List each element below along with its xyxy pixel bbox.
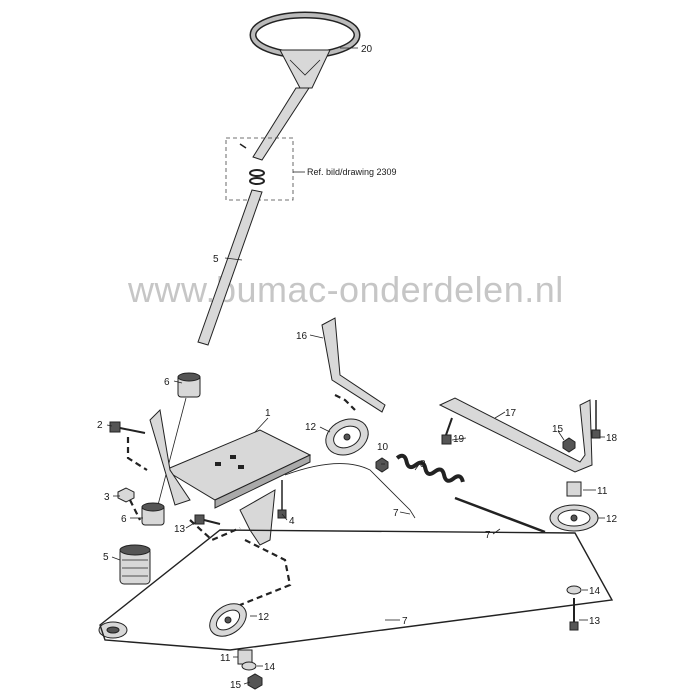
nut-part [117, 487, 135, 503]
bolt-part [591, 400, 601, 439]
assembly-line [189, 519, 241, 542]
callout-18: 18 [606, 433, 618, 444]
callout-11: 11 [220, 653, 231, 664]
washer-bottom [241, 661, 257, 671]
threaded-rod [454, 496, 546, 534]
callout-12: 12 [305, 422, 317, 433]
callout-3: 3 [104, 492, 110, 503]
callout-20: 20 [361, 44, 373, 55]
callout-2: 2 [97, 420, 103, 431]
callout-12: 12 [606, 514, 618, 525]
callout-13: 13 [174, 524, 186, 535]
callout-6: 6 [121, 514, 127, 525]
callout-6: 6 [164, 377, 170, 388]
callout-15: 15 [230, 680, 242, 691]
washer-right [566, 585, 582, 595]
drive-pulley-left [98, 621, 128, 639]
callout-16: 16 [296, 331, 308, 342]
washer-part [249, 177, 265, 185]
pulley-right [549, 504, 599, 532]
nut-part [562, 437, 576, 453]
bracket-16 [321, 317, 386, 413]
watermark-text: www.bumac-onderdelen.nl [127, 269, 564, 310]
callout-1: 1 [265, 408, 271, 419]
callout-12: 12 [258, 612, 270, 623]
callout-7: 7 [402, 616, 408, 627]
pulley-bottom [209, 603, 247, 637]
callout-11: 11 [597, 486, 608, 497]
bushing-upper [177, 372, 201, 398]
drive-belt [99, 529, 614, 651]
callout-5: 5 [213, 254, 219, 265]
callout-4: 4 [289, 516, 295, 527]
nut-bottom [247, 673, 263, 690]
tension-spring [395, 453, 465, 483]
callout-5: 5 [103, 552, 109, 563]
assembly-line [239, 539, 292, 607]
reference-note: Ref. bild/drawing 2309 [307, 167, 397, 177]
assembly-line [126, 437, 148, 471]
steering-wheel [249, 11, 361, 89]
bolt-part [277, 480, 287, 519]
callout-14: 14 [589, 586, 601, 597]
callout-8: 8 [420, 459, 426, 470]
shaft-line [157, 397, 187, 506]
callout-15: 15 [552, 424, 564, 435]
bolt-right [569, 598, 579, 631]
callout-17: 17 [505, 408, 517, 419]
spacer-right [566, 481, 582, 497]
steering-bracket-plate [149, 408, 312, 509]
assembly-line [334, 394, 356, 411]
bolt-part [109, 421, 146, 434]
callout-14: 14 [264, 662, 276, 673]
pulley-upper [325, 418, 369, 456]
leader-lines [106, 47, 605, 685]
callout-7: 7 [485, 530, 491, 541]
bushing-lower [141, 502, 165, 526]
washer-part [249, 169, 265, 177]
nut-part [375, 457, 389, 473]
callout-10: 10 [377, 442, 389, 453]
upper-steering-shaft [252, 87, 310, 161]
idler-arm [239, 489, 276, 546]
assembly-line [129, 499, 141, 521]
cable-7 [284, 463, 416, 519]
callout-19: 19 [453, 434, 465, 445]
pin-part [239, 143, 247, 149]
bolt-part [194, 514, 221, 525]
bracket-17 [438, 397, 593, 473]
callout-13: 13 [589, 616, 601, 627]
callout-7: 7 [393, 508, 399, 519]
steering-pinion [119, 544, 151, 585]
steering-shaft [197, 189, 263, 346]
bolt-part [441, 417, 453, 445]
